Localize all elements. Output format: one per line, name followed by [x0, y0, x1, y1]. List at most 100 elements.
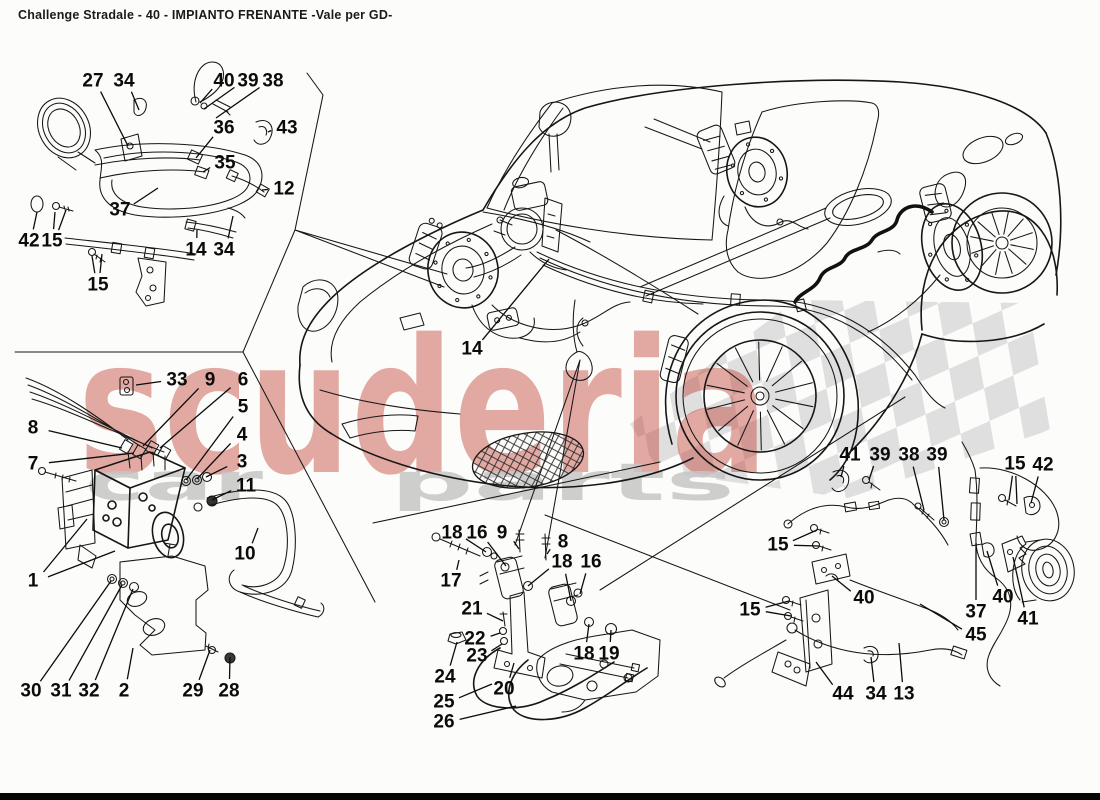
svg-text:17: 17: [440, 571, 461, 592]
svg-text:31: 31: [50, 681, 72, 702]
car-outline: [298, 79, 1062, 489]
svg-text:12: 12: [273, 179, 294, 200]
long-bolt: [37, 466, 77, 483]
svg-text:36: 36: [213, 118, 234, 139]
callout-6: 6: [159, 370, 248, 449]
svg-text:34: 34: [213, 240, 235, 261]
rear-hose-vertical: [961, 441, 1012, 687]
callout-2: 2: [119, 647, 134, 702]
grommet-42: [30, 195, 44, 213]
svg-text:40: 40: [213, 71, 234, 92]
caliper-body: [536, 629, 661, 713]
interior-mirror: [538, 101, 572, 173]
sensor-cable-upper: [783, 497, 949, 546]
callout-9: 9: [497, 523, 520, 550]
callout-3: 3: [205, 452, 247, 478]
svg-text:9: 9: [497, 523, 508, 544]
group-front-pipes-kit: [30, 61, 273, 307]
callout-12: 12: [261, 179, 295, 200]
callout-23: 23: [466, 643, 503, 667]
callout-24: 24: [434, 641, 458, 688]
coiled-hose: [37, 97, 96, 171]
pipe-harness: [94, 143, 263, 218]
bottom-border-bar: [0, 793, 1100, 800]
callout-14: 14: [461, 258, 550, 360]
side-mirror: [639, 188, 892, 297]
svg-text:28: 28: [218, 681, 239, 702]
front-disc-drill-holes: [433, 237, 493, 303]
front-brake-assembly: [408, 217, 631, 343]
callout-40: 40: [199, 71, 235, 104]
car-drawing: [297, 79, 1062, 489]
union-block-b: [541, 533, 583, 627]
watermark: scuderia car parts: [78, 299, 1050, 516]
svg-text:24: 24: [434, 667, 456, 688]
svg-text:35: 35: [214, 153, 236, 174]
horseshoe-clip-43: [253, 120, 273, 145]
front-wheel-spokes: [706, 341, 814, 451]
bolt-15c-42a: [997, 493, 1041, 516]
callout-34: 34: [113, 71, 140, 111]
master-cylinder-assembly: [465, 176, 567, 278]
screw-38a: [914, 502, 935, 521]
callout-37: 37: [965, 543, 987, 623]
rear-wheel-spokes: [970, 211, 1034, 275]
svg-text:13: 13: [893, 684, 914, 705]
svg-text:19: 19: [598, 644, 619, 665]
callout-41: 41: [1012, 556, 1039, 630]
union-36: [186, 149, 204, 165]
svg-text:41: 41: [1017, 609, 1039, 630]
svg-text:8: 8: [558, 532, 569, 553]
abs-inlet-pipes: [25, 377, 172, 471]
svg-text:8: 8: [28, 418, 39, 439]
svg-text:39: 39: [869, 445, 890, 466]
callout-14: 14: [185, 229, 207, 261]
svg-text:10: 10: [234, 544, 255, 565]
washers-5-4-3: [180, 471, 213, 487]
callout-21: 21: [461, 599, 504, 622]
svg-text:14: 14: [185, 240, 207, 261]
stud-29-nut-28: circle: [205, 643, 236, 664]
front-bumper-details: [297, 279, 585, 489]
callout-36: 36: [195, 118, 235, 159]
callout-28: 28: [218, 656, 240, 702]
callout-1: 1: [28, 518, 116, 592]
group-junction-unions: [431, 529, 661, 721]
rear-wheel: [951, 192, 1053, 294]
clip-33: [119, 376, 134, 396]
bolt-15a: [51, 201, 74, 212]
callout-41: 41: [839, 445, 861, 478]
callout-15: 15: [767, 529, 820, 556]
svg-text:41: 41: [839, 445, 861, 466]
svg-text:34: 34: [113, 71, 135, 92]
nut-24: [447, 631, 467, 645]
lower-left-hose: [714, 639, 787, 688]
callout-5: 5: [185, 397, 249, 481]
callout-19: 19: [598, 629, 620, 665]
svg-text:4: 4: [237, 425, 248, 446]
svg-text:33: 33: [166, 370, 187, 391]
callout-8: 8: [28, 418, 123, 449]
brake-pipes-on-car: [536, 251, 946, 409]
clip-34: [133, 97, 147, 117]
callout-33: 33: [135, 370, 188, 391]
callout-18: 18: [527, 552, 573, 602]
front-wheel: [659, 311, 845, 481]
svg-text:7: 7: [28, 454, 39, 475]
callout-17: 17: [440, 559, 462, 592]
svg-text:39: 39: [926, 445, 947, 466]
svg-text:9: 9: [205, 370, 216, 391]
washers-30-31-32: [106, 573, 140, 593]
group-rear-hoses: [714, 441, 1075, 688]
svg-text:1: 1: [28, 571, 39, 592]
callout-10: 10: [234, 527, 259, 565]
rear-disc-drill-holes: [927, 208, 979, 282]
callout-39: 39: [203, 71, 259, 110]
page-title: Challenge Stradale - 40 - IMPIANTO FRENA…: [18, 8, 393, 22]
svg-text:43: 43: [276, 118, 297, 139]
callout-34: 34: [213, 215, 235, 261]
svg-text:23: 23: [466, 646, 487, 667]
pipe-25: [472, 647, 615, 709]
clip-41a: [831, 469, 850, 493]
